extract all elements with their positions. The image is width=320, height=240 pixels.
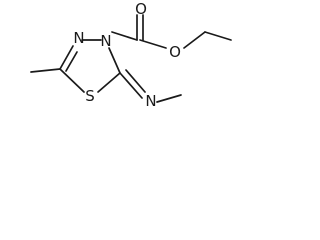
bond-ch2-ch3 [204,31,232,41]
bond-exo-n-methyl [156,94,182,103]
bond-n3-c2 [108,47,121,74]
atom-ring-n2: N [100,32,111,50]
molecule-drawing: N N S N O O [30,0,232,110]
structure-diagram: N N S N O O [0,0,248,144]
bond-c5-n4 [59,45,74,70]
atom-carbonyl-o: O [135,0,147,18]
bond-s1-c5 [59,68,85,93]
atom-ester-o: O [169,43,181,61]
atom-ring-n1: N [73,29,84,47]
bond-c2-exo-n [119,72,143,99]
bond-methyl-c5 [30,68,61,73]
atom-ring-s: S [85,87,95,105]
bond-c-ester-o [139,39,167,49]
bond-o-ch2 [183,31,206,49]
bond-c2-exo-n-double [125,69,146,93]
bond-n3-carbonyl-c [111,31,138,41]
bond-c2-s1 [97,72,121,93]
bond-c5-n4-double [65,51,78,72]
atom-exo-n: N [145,92,156,110]
